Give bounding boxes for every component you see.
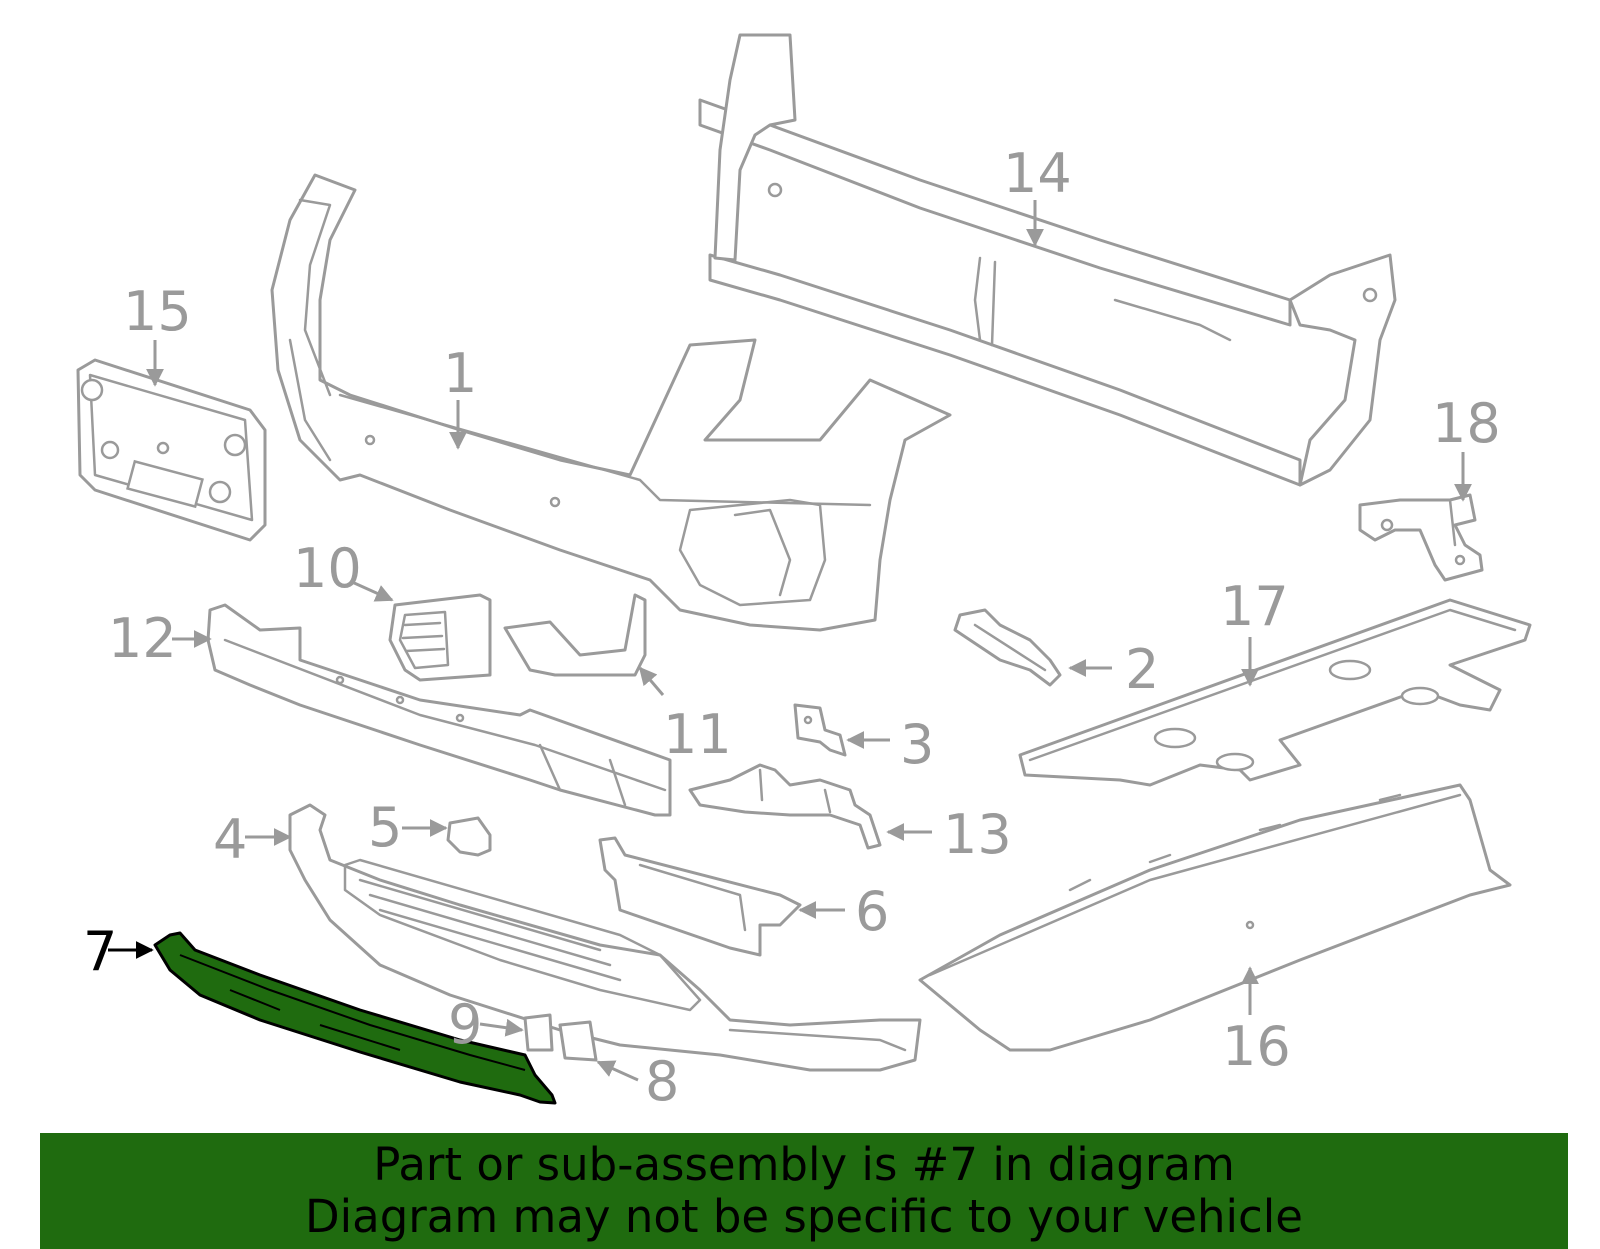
callout-18[interactable]: 18 [1432,392,1501,502]
part-2-bracket [953,608,1062,687]
banner-line-2: Diagram may not be specific to your vehi… [305,1190,1303,1243]
callout-label-9: 9 [448,993,482,1056]
callout-5[interactable]: 5 [368,796,448,859]
callout-4[interactable]: 4 [213,808,292,871]
callout-label-17: 17 [1220,575,1289,638]
callout-2[interactable]: 2 [1068,638,1159,701]
callout-1[interactable]: 1 [443,342,477,450]
part-17-splash-shield [1018,598,1532,787]
part-1-bumper-fascia [270,173,952,632]
callout-14[interactable]: 14 [1003,142,1072,247]
callout-label-4: 4 [213,808,247,871]
callout-12[interactable]: 12 [108,607,212,670]
part-15-license-bracket [76,358,267,542]
callout-label-14: 14 [1003,142,1072,205]
callout-13[interactable]: 13 [886,803,1012,866]
part-11-fog-trim [503,593,647,677]
callout-11[interactable]: 11 [638,666,732,766]
part-16-air-deflector [918,783,1512,1052]
callout-7[interactable]: 7 [83,920,154,983]
callout-10[interactable]: 10 [293,537,394,602]
callout-3[interactable]: 3 [846,713,934,776]
callout-label-5: 5 [368,796,402,859]
callout-6[interactable]: 6 [798,880,889,943]
part-10-fog-bezel [388,593,492,682]
callout-9[interactable]: 9 [448,993,524,1056]
callout-15[interactable]: 15 [123,280,192,387]
info-banner: Part or sub-assembly is #7 in diagram Di… [40,1133,1568,1249]
part-5-clip [446,816,492,857]
callout-label-13: 13 [943,803,1012,866]
callout-8[interactable]: 8 [596,1050,679,1113]
part-4-lower-grille [288,803,922,1072]
part-7-lower-molding [153,931,557,1105]
part-18-bracket [1358,493,1484,582]
part-3-clip [793,703,847,757]
callout-16[interactable]: 16 [1222,966,1291,1078]
callout-label-15: 15 [123,280,192,343]
callout-label-6: 6 [855,880,889,943]
part-6-bracket [598,836,802,957]
callout-label-12: 12 [108,607,177,670]
callout-17[interactable]: 17 [1220,575,1289,687]
callout-label-16: 16 [1222,1015,1291,1078]
callout-label-2: 2 [1125,638,1159,701]
callout-label-11: 11 [663,703,732,766]
callout-label-1: 1 [443,342,477,405]
part-8-pad [558,1020,598,1062]
part-9-pad [523,1013,554,1052]
part-13-bracket [688,763,882,850]
callout-label-18: 18 [1432,392,1501,455]
banner-line-1: Part or sub-assembly is #7 in diagram [373,1138,1235,1191]
callout-label-10: 10 [293,537,362,600]
callout-label-8: 8 [645,1050,679,1113]
part-12-impact-bar [206,603,672,817]
callout-label-3: 3 [900,713,934,776]
part-14-radiator-support [698,33,1397,487]
